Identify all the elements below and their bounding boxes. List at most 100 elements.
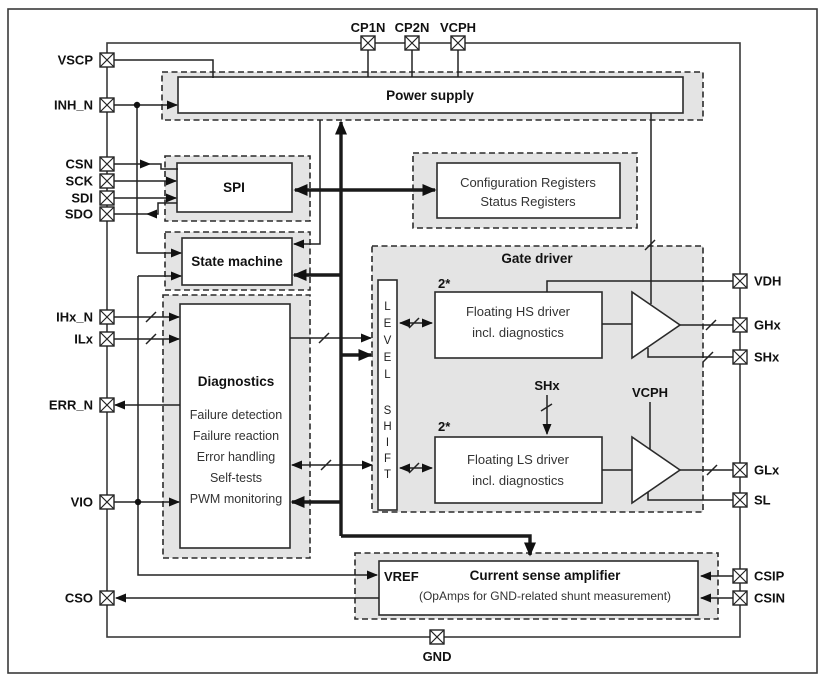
junction-dot	[134, 498, 142, 506]
pins-top: CP1N CP2N VCPH	[351, 20, 476, 51]
pin-gnd: GND	[423, 629, 452, 664]
wire-vio-vref	[137, 276, 378, 580]
hs-buffer-icon	[631, 290, 682, 360]
module-boxes	[176, 76, 699, 616]
pin-csin: CSIN	[732, 590, 785, 606]
diagnostics-item: PWM monitoring	[190, 492, 282, 506]
pin-label: GND	[423, 649, 452, 664]
vcph-net-label: VCPH	[632, 385, 668, 400]
diagnostics-item: Error handling	[197, 450, 276, 464]
pin-ghx: GHx	[732, 317, 782, 333]
level-shift-letter: E	[384, 318, 392, 330]
pin-sck: SCK	[66, 173, 115, 189]
wire-inhn-statemachine	[136, 105, 182, 258]
diagnostics-item: Failure detection	[190, 408, 282, 422]
pin-label: SL	[754, 493, 771, 508]
pin-label: INH_N	[54, 98, 93, 113]
diagnostics-item: Failure reaction	[193, 429, 279, 443]
wire-shx-out	[647, 348, 733, 358]
pin-sl: SL	[732, 492, 771, 508]
slash-icon	[644, 239, 656, 251]
spi-box	[176, 162, 293, 213]
registers-line1: Configuration Registers	[460, 175, 596, 190]
pin-csn: CSN	[66, 156, 115, 172]
current-sense-subtitle: (OpAmps for GND-related shunt measuremen…	[419, 589, 671, 603]
pin-label: CSIP	[754, 569, 785, 584]
level-shift-letter: V	[384, 335, 392, 347]
level-shift-letter: T	[384, 469, 391, 481]
slash-icon	[540, 403, 553, 412]
pin-cp2n: CP2N	[395, 20, 430, 51]
diagnostics-box	[179, 303, 291, 549]
pin-label: SCK	[66, 174, 94, 189]
pin-vio: VIO	[71, 494, 115, 510]
level-shift-box	[377, 279, 398, 511]
pin-label: VSCP	[58, 53, 94, 68]
pin-label: VCPH	[440, 20, 476, 35]
diagnostics-item: Self-tests	[210, 471, 262, 485]
pin-label: CSIN	[754, 591, 785, 606]
bus-wires	[290, 120, 536, 557]
wire-power-statemachine	[293, 120, 321, 249]
pin-label: SDI	[71, 191, 93, 206]
vref-label: VREF	[384, 569, 419, 584]
hs-driver-line2: incl. diagnostics	[472, 325, 564, 340]
level-shift-letter: H	[383, 421, 391, 433]
pin-inhn: INH_N	[54, 97, 115, 113]
pin-glx: GLx	[732, 462, 780, 478]
slash-icon	[705, 319, 717, 331]
pins-right: VDH GHx SHx GLx SL CSIP CSIN	[732, 273, 785, 606]
slash-icon	[702, 351, 714, 363]
block-labels: Power supply SPI Configuration Registers…	[190, 88, 671, 603]
wire-vscp	[114, 59, 214, 78]
diagnostics-title: Diagnostics	[198, 374, 275, 389]
pin-label: CSN	[66, 157, 93, 172]
ls-driver-line1: Floating LS driver	[467, 452, 570, 467]
slash-icon	[145, 311, 157, 323]
bus-width-markers	[145, 239, 718, 476]
bus-to-current-sense	[341, 534, 536, 557]
pin-label: CP2N	[395, 20, 430, 35]
pin-label: ERR_N	[49, 398, 93, 413]
slash-icon	[318, 332, 330, 344]
wire-sl-out	[647, 492, 733, 501]
pin-label: ILx	[74, 332, 94, 347]
current-sense-box	[378, 560, 699, 616]
wire-csn-2	[150, 163, 178, 170]
pin-label: IHx_N	[56, 310, 93, 325]
power-supply-box	[177, 76, 684, 114]
pin-label: GLx	[754, 463, 780, 478]
registers-box	[436, 162, 621, 219]
pins-bottom: GND	[423, 629, 452, 664]
shx-net-label: SHx	[534, 378, 560, 393]
hs-driver-box	[434, 291, 603, 359]
state-machine-box	[181, 237, 293, 286]
pin-sdo: SDO	[65, 206, 115, 222]
pin-ilx: ILx	[74, 331, 115, 347]
level-shift-letters: L E V E L S H I F T	[383, 301, 391, 481]
ls-driver-box	[434, 436, 603, 504]
wire-sdo	[146, 202, 177, 219]
pin-label: VDH	[754, 274, 781, 289]
slash-icon	[408, 317, 420, 329]
pin-csip: CSIP	[732, 568, 785, 584]
spi-title: SPI	[223, 180, 245, 195]
pin-errn: ERR_N	[49, 397, 115, 413]
state-machine-title: State machine	[191, 254, 283, 269]
hs-channel-count: 2*	[438, 276, 451, 291]
slash-icon	[706, 464, 718, 476]
slash-icon	[408, 462, 420, 474]
pin-vcph: VCPH	[440, 20, 476, 51]
junction-dots	[133, 101, 142, 506]
level-shift-letter: I	[386, 437, 389, 449]
gate-driver-title: Gate driver	[501, 251, 573, 266]
ls-driver-line2: incl. diagnostics	[472, 473, 564, 488]
slash-icon	[145, 333, 157, 345]
level-shift-letter: L	[384, 301, 391, 313]
registers-line2: Status Registers	[480, 194, 576, 209]
level-shift-letter: L	[384, 369, 391, 381]
pin-cso: CSO	[65, 590, 115, 606]
pins-left: VSCP INH_N CSN SCK SDI SDO IHx_N ILx ERR…	[49, 52, 115, 606]
